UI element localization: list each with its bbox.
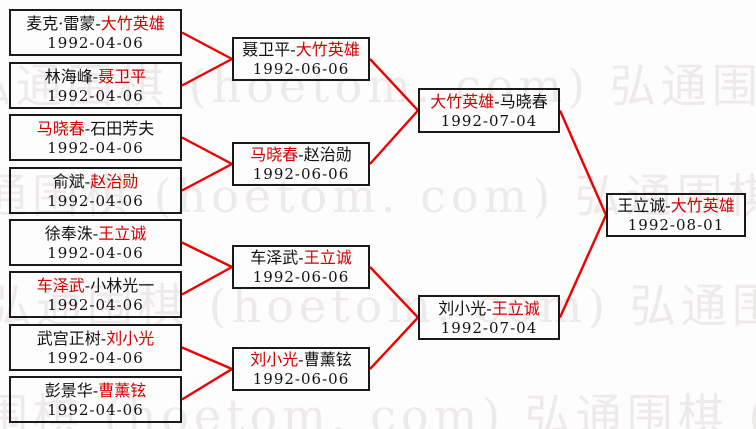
match-date: 1992-06-06: [252, 370, 350, 388]
player-name-right: 王立诚: [98, 223, 147, 243]
connector-line: [181, 346, 233, 371]
match-players: 王立诚-大竹英雄: [617, 195, 734, 216]
players-separator: -: [494, 91, 500, 111]
players-separator: -: [84, 171, 91, 191]
match-players: 武宫正树-刘小光: [37, 328, 154, 349]
match-date: 1992-04-06: [47, 400, 144, 419]
players-separator: -: [95, 13, 101, 33]
player-name-right: 曹薰铉: [303, 350, 352, 369]
players-separator: -: [100, 328, 107, 348]
players-separator: -: [290, 40, 296, 59]
player-name-right: 大竹英雄: [100, 13, 165, 33]
connector-line: [181, 241, 233, 269]
match-box-quarterfinals-1: 聂卫平-大竹英雄 1992-06-06: [232, 37, 370, 81]
player-name-left: 刘小光: [438, 298, 487, 318]
player-name-left: 车泽武: [250, 248, 299, 267]
match-players: 聂卫平-大竹英雄: [242, 39, 359, 60]
match-box-first-round-8: 彭景华-曹薰铉 1992-04-06: [9, 376, 182, 423]
match-date: 1992-07-04: [440, 111, 538, 130]
match-players: 俞斌-赵治勋: [53, 171, 138, 192]
player-name-left: 俞斌: [52, 171, 85, 191]
player-name-left: 王立诚: [617, 196, 666, 215]
players-separator: -: [298, 350, 304, 369]
match-box-first-round-6: 车泽武-小林光一 1992-04-06: [9, 271, 182, 318]
match-box-first-round-5: 徐奉洙-王立诚 1992-04-06: [9, 219, 182, 266]
match-date: 1992-04-06: [47, 295, 144, 314]
match-players: 彭景华-曹薰铉: [45, 380, 146, 401]
match-date: 1992-06-06: [252, 268, 350, 286]
match-date: 1992-04-06: [47, 86, 144, 105]
match-box-first-round-7: 武宫正树-刘小光 1992-04-06: [9, 324, 182, 371]
watermark-text: 弘通围棋 (hoetom. com) 弘通围棋 (hoetom. com) 弘通…: [0, 169, 756, 223]
match-players: 大竹英雄-马晓春: [430, 91, 547, 112]
players-separator: -: [486, 298, 492, 318]
match-players: 林海峰-聂卫平: [45, 66, 146, 87]
player-name-right: 聂卫平: [98, 66, 147, 86]
player-name-right: 大竹英雄: [670, 196, 735, 215]
player-name-left: 马晓春: [36, 118, 85, 138]
player-name-left: 林海峰: [44, 66, 93, 86]
player-name-right: 刘小光: [106, 328, 155, 348]
players-separator: -: [84, 275, 91, 295]
match-date: 1992-06-06: [252, 60, 350, 78]
players-separator: -: [298, 145, 304, 164]
match-date: 1992-04-06: [47, 243, 144, 262]
match-date: 1992-04-06: [47, 191, 144, 210]
match-date: 1992-08-01: [627, 216, 725, 234]
match-players: 刘小光-曹薰铉: [250, 349, 351, 370]
match-box-quarterfinals-4: 刘小光-曹薰铉 1992-06-06: [232, 347, 370, 391]
player-name-left: 聂卫平: [242, 40, 291, 59]
players-separator: -: [92, 66, 99, 86]
match-box-first-round-1: 麦克·雷蒙-大竹英雄 1992-04-06: [9, 9, 182, 56]
player-name-left: 车泽武: [36, 275, 85, 295]
player-name-right: 大竹英雄: [295, 40, 360, 59]
match-date: 1992-07-04: [440, 318, 538, 337]
player-name-right: 王立诚: [491, 298, 540, 318]
match-box-semifinals-2: 刘小光-王立诚 1992-07-04: [418, 295, 560, 340]
match-date: 1992-06-06: [252, 165, 350, 183]
player-name-left: 麦克·雷蒙: [26, 13, 96, 33]
player-name-left: 徐奉洙: [44, 223, 93, 243]
player-name-right: 曹薰铉: [98, 380, 147, 400]
match-box-semifinals-1: 大竹英雄-马晓春 1992-07-04: [418, 88, 560, 133]
player-name-left: 彭景华: [44, 380, 93, 400]
player-name-left: 武宫正树: [36, 328, 101, 348]
players-separator: -: [92, 223, 99, 243]
match-players: 刘小光-王立诚: [438, 298, 539, 319]
match-box-final-1: 王立诚-大竹英雄 1992-08-01: [606, 193, 746, 237]
player-name-left: 马晓春: [250, 145, 299, 164]
match-box-first-round-2: 林海峰-聂卫平 1992-04-06: [9, 62, 182, 109]
match-date: 1992-04-06: [47, 138, 144, 157]
player-name-right: 小林光一: [90, 275, 155, 295]
players-separator: -: [92, 380, 99, 400]
players-separator: -: [665, 196, 671, 215]
player-name-right: 马晓春: [499, 91, 548, 111]
match-date: 1992-04-06: [47, 348, 144, 367]
player-name-right: 石田芳夫: [90, 118, 155, 138]
players-separator: -: [298, 248, 304, 267]
match-box-first-round-3: 马晓春-石田芳夫 1992-04-06: [9, 114, 182, 161]
match-players: 车泽武-王立诚: [250, 247, 351, 268]
match-players: 车泽武-小林光一: [37, 275, 154, 296]
player-name-left: 大竹英雄: [430, 91, 495, 111]
player-name-left: 刘小光: [250, 350, 299, 369]
match-players: 马晓春-赵治勋: [250, 144, 351, 165]
player-name-right: 王立诚: [303, 248, 352, 267]
match-players: 马晓春-石田芳夫: [37, 118, 154, 139]
match-box-quarterfinals-2: 马晓春-赵治勋 1992-06-06: [232, 142, 370, 186]
match-players: 麦克·雷蒙-大竹英雄: [26, 13, 165, 34]
connector-line: [369, 109, 419, 165]
player-name-right: 赵治勋: [90, 171, 139, 191]
player-name-right: 赵治勋: [303, 145, 352, 164]
match-date: 1992-04-06: [47, 33, 144, 52]
match-box-first-round-4: 俞斌-赵治勋 1992-04-06: [9, 167, 182, 214]
players-separator: -: [84, 118, 91, 138]
match-box-quarterfinals-3: 车泽武-王立诚 1992-06-06: [232, 245, 370, 289]
match-players: 徐奉洙-王立诚: [45, 223, 146, 244]
